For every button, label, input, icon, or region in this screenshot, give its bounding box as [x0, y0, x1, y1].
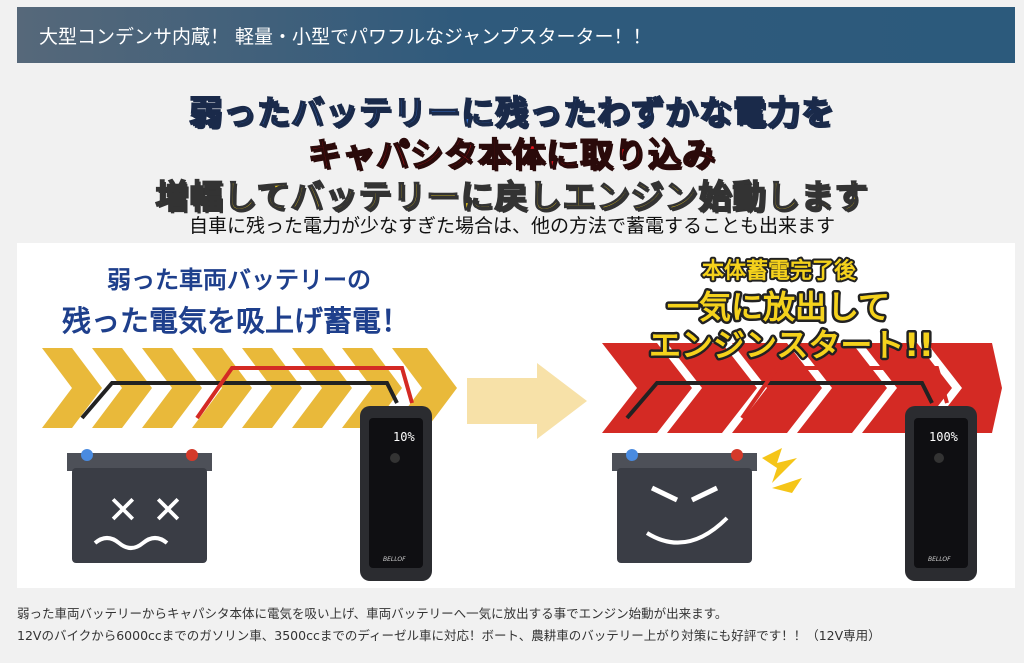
dotted-arrow: [467, 363, 587, 439]
weak-battery: ✕ ✕: [67, 449, 212, 563]
description-line-2: 12Vのバイクから6000ccまでのガソリン車、3500ccまでのディーゼル車に…: [17, 628, 881, 643]
spark-icon: [762, 448, 802, 493]
section-header: 大型コンデンサ内蔵！ 軽量・小型でパワフルなジャンプスターター！！: [17, 7, 1015, 63]
description-line-1: 弱った車両バッテリーからキャパシタ本体に電気を吸い上げ、車両バッテリーへ一気に放…: [17, 606, 728, 621]
description: 弱った車両バッテリーからキャパシタ本体に電気を吸い上げ、車両バッテリーへ一気に放…: [17, 603, 881, 647]
right-caption-3: エンジンスタート!!: [649, 326, 934, 364]
svg-text:✕ ✕: ✕ ✕: [107, 488, 184, 532]
jump-starter-device-left: 10% BELLOF: [360, 406, 432, 581]
left-caption-2: 残った電気を吸上げ蓄電！: [62, 304, 410, 338]
brand-logo: BELLOF: [928, 556, 951, 563]
headline-subtext: 自車に残った電力が少なすぎた場合は、他の方法で蓄電することも出来ます: [188, 215, 835, 237]
brand-logo: BELLOF: [383, 556, 406, 563]
headline-line-2: キャパシタ本体に取り込み: [307, 134, 716, 175]
headline-line-1: 弱ったバッテリーに残ったわずかな電力を: [188, 92, 835, 133]
jump-starter-device-right: 100% BELLOF: [905, 406, 977, 581]
right-caption-2: 一気に放出して: [667, 288, 890, 326]
battery-level-display: 100%: [929, 430, 959, 444]
charged-battery: [612, 449, 757, 563]
section-title: 大型コンデンサ内蔵！ 軽量・小型でパワフルなジャンプスターター！！: [39, 25, 652, 48]
jump-starter-illustration: ✕ ✕ 10% BELLOF 100% BELLOF 弱った車両バッテリーの 残…: [42, 256, 1002, 581]
left-caption-1: 弱った車両バッテリーの: [107, 266, 371, 294]
illustration-panel: ✕ ✕ 10% BELLOF 100% BELLOF 弱った車両バッテリーの 残…: [17, 243, 1015, 588]
battery-level-display: 10%: [393, 430, 415, 444]
right-caption-1: 本体蓄電完了後: [702, 258, 857, 284]
headline-line-3: 増幅してバッテリーに戻しエンジン始動します: [155, 176, 869, 217]
